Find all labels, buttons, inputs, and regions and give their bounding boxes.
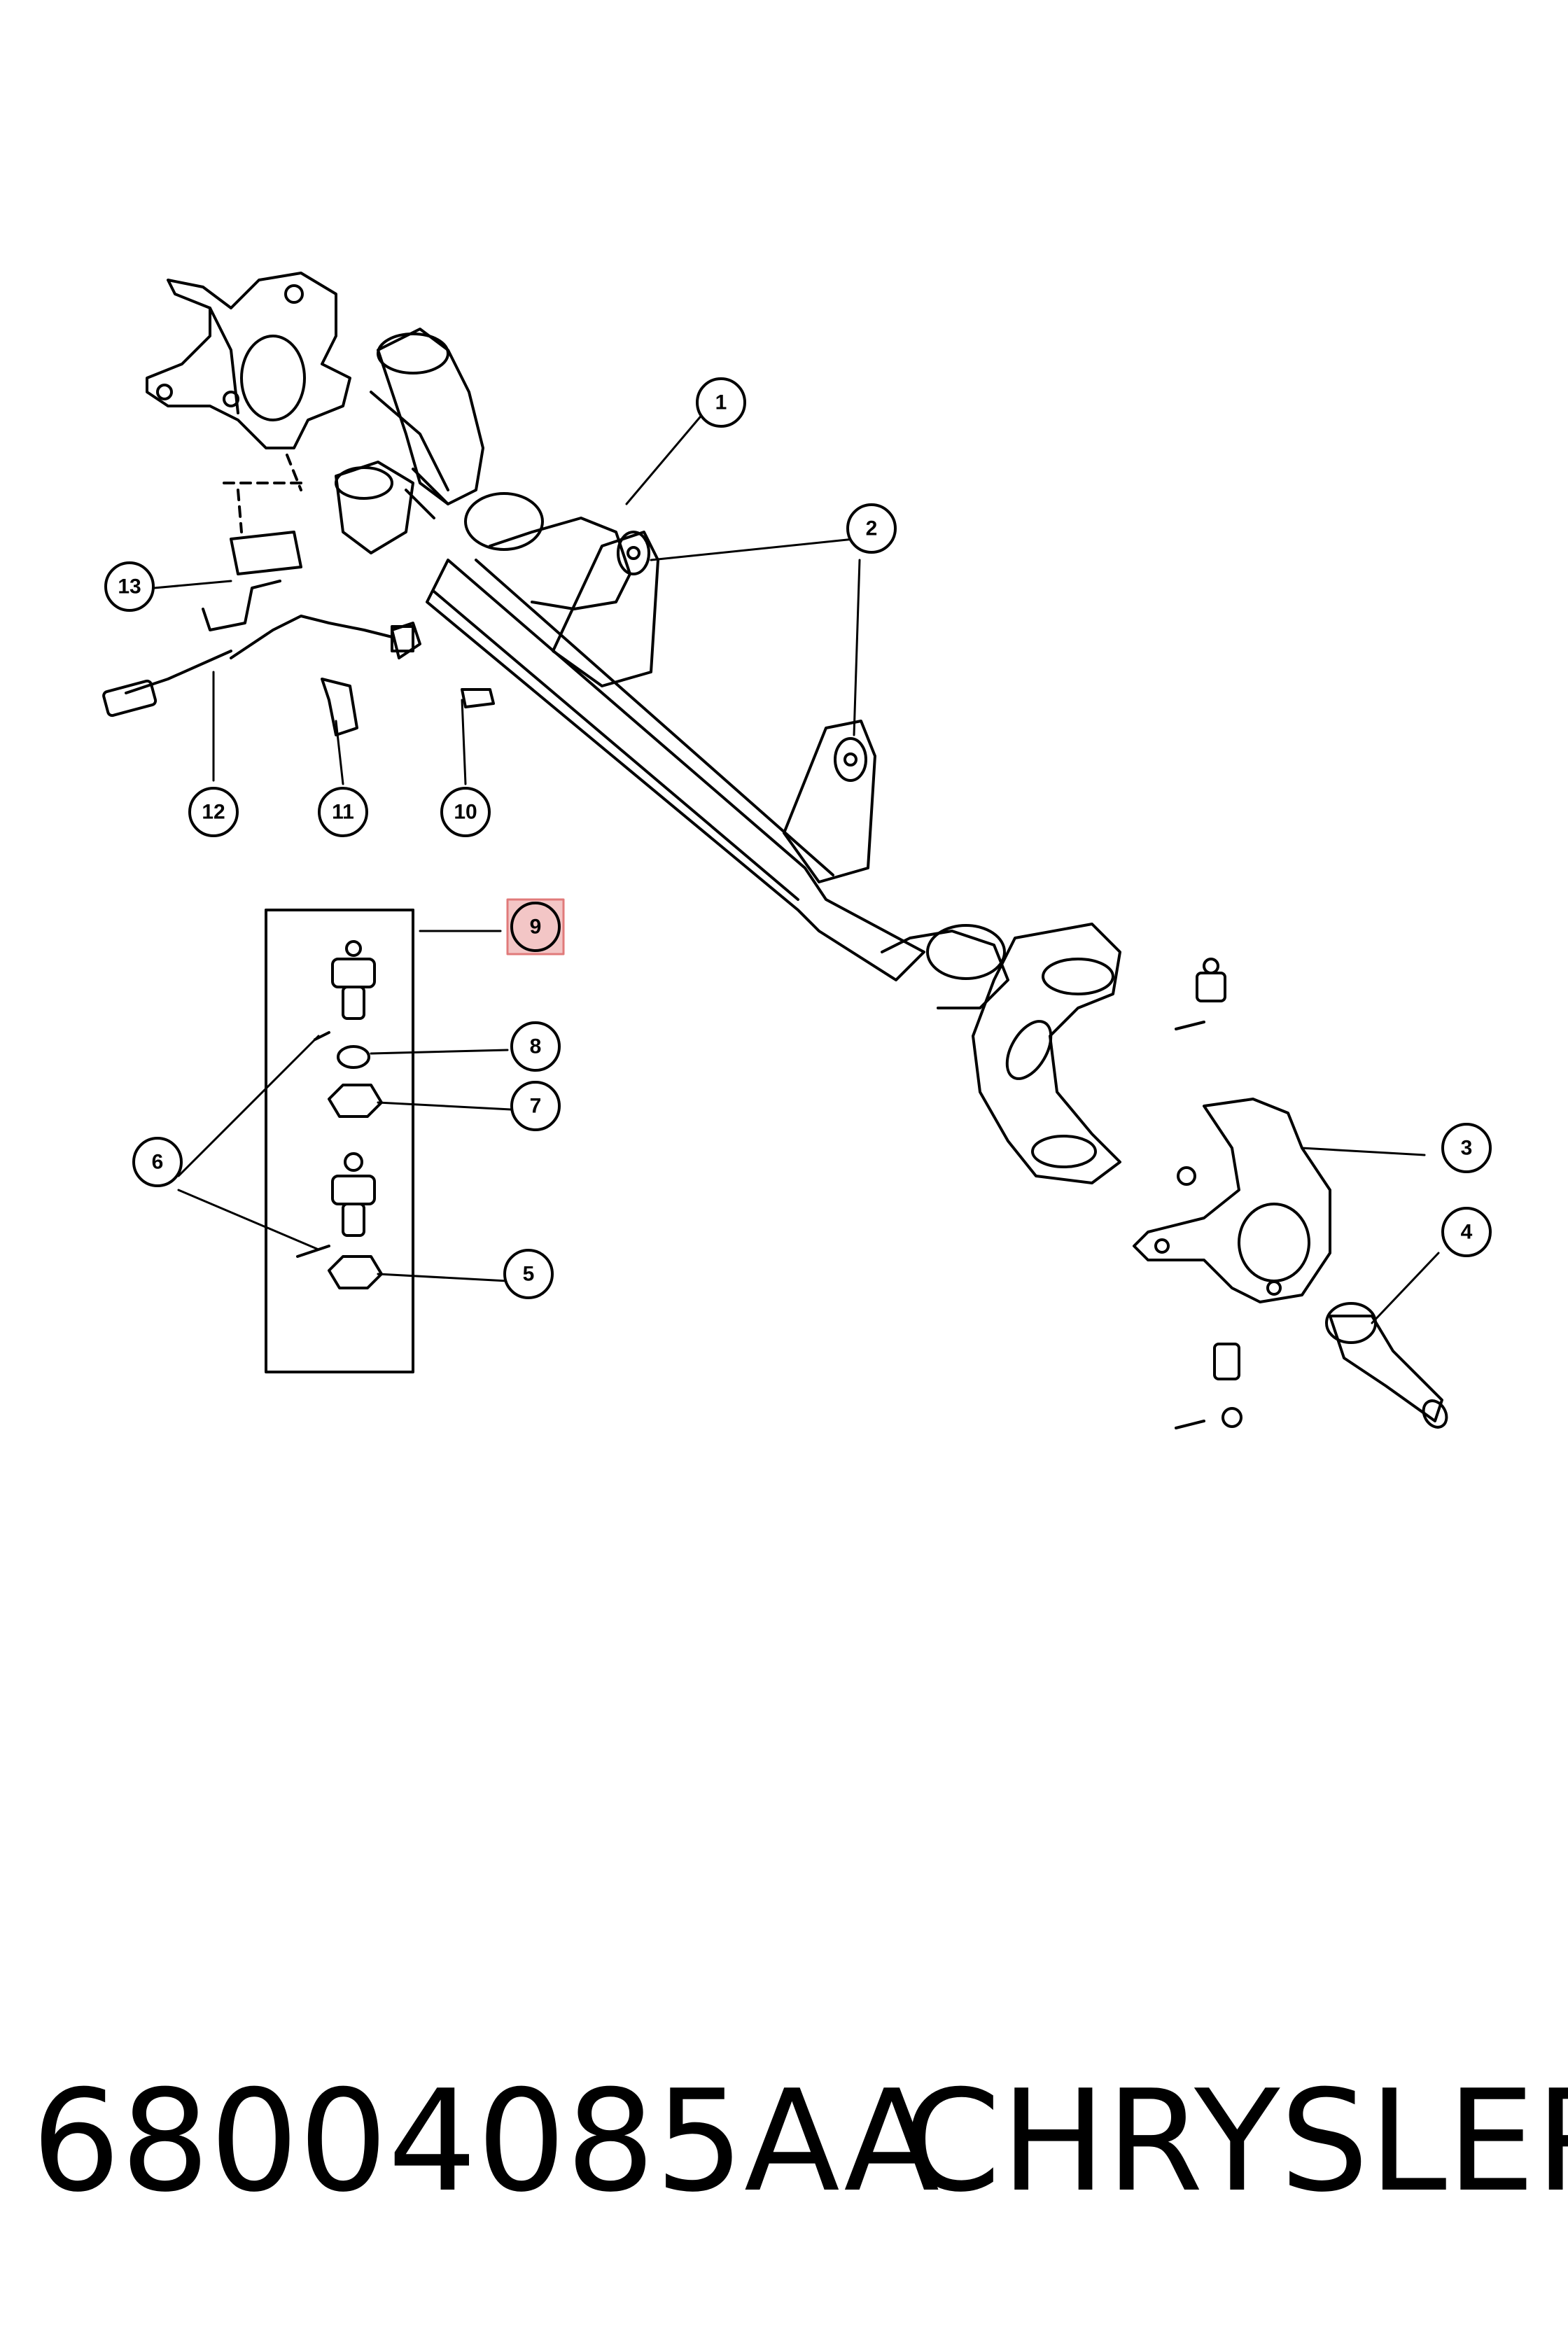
lower-bushing-bracket [783,720,876,883]
callout-13: 13 [118,575,141,598]
callout-10: 10 [454,801,477,824]
callout-6: 6 [152,1151,164,1174]
callout-8: 8 [530,1035,542,1058]
spindle [1325,1302,1448,1429]
callout-9[interactable]: 9 [530,916,542,939]
part-number: 68004085AA [31,2060,940,2223]
upper-ball-joint-loose [1175,958,1226,1030]
upper-bushing-bracket [552,531,659,687]
callout-9-highlight[interactable] [506,898,565,955]
lower-ball-joint-loose [1175,1166,1242,1429]
left-axle-yoke [335,328,484,554]
abs-sensor-assembly [102,454,495,736]
right-axle-yoke [972,923,1121,1184]
callout-1: 1 [715,391,727,414]
callout-2: 2 [866,517,878,540]
footer: 68004085AA CHRYSLER [0,2051,1568,2233]
left-steering-knuckle [146,272,351,449]
right-steering-knuckle [1133,1098,1331,1303]
callout-12: 12 [202,801,225,824]
callout-circles [104,377,1492,1299]
leader-lines [153,412,1440,1324]
callout-5: 5 [523,1263,535,1286]
callout-11: 11 [332,801,354,824]
ball-joint-kit-box [265,909,414,1373]
brand-name: CHRYSLER [903,2060,1568,2223]
callout-7: 7 [530,1095,542,1118]
axle-beam [426,492,1009,1009]
callout-3: 3 [1461,1137,1473,1160]
callout-4: 4 [1461,1221,1473,1244]
